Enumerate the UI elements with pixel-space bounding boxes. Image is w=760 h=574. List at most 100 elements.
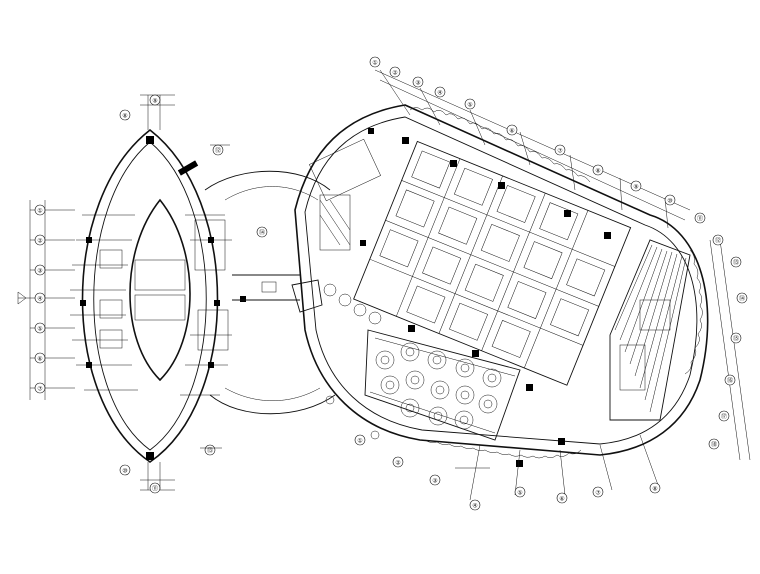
grid-bubble-label: ⑰ <box>721 413 727 421</box>
grid-bubble-label: ⑫ <box>215 147 221 155</box>
hall-lounge <box>309 138 382 325</box>
grid-bubble-circle <box>204 444 216 456</box>
grid-bubble-circle <box>664 194 676 206</box>
grid-bubble-circle <box>256 226 268 238</box>
grid-bubble: ⑦ <box>592 486 604 498</box>
grid-bubble-label: ⑦ <box>595 490 601 497</box>
grid-bubble: ⑰ <box>718 410 730 422</box>
grid-bubble-label: ② <box>395 460 401 467</box>
grid-bubble-label: ⑬ <box>733 259 739 267</box>
grid-bubble: ② <box>34 234 46 246</box>
grid-bubble: ⑥ <box>506 124 518 136</box>
grid-bubble-circle <box>34 352 46 364</box>
facade-edge <box>409 107 591 183</box>
grid-bubble: ③ <box>412 76 424 88</box>
round-connector <box>204 170 336 415</box>
grid-bubble-label: ⑥ <box>559 496 564 503</box>
grid-bubble-circle <box>469 499 481 511</box>
grid-bubble: ③ <box>34 264 46 276</box>
grid-bubble-label: ⑧ <box>595 168 600 175</box>
grid-bubble-circle <box>506 124 518 136</box>
grid-bubble-circle <box>630 180 642 192</box>
grid-bubble-circle <box>694 212 706 224</box>
grid-bubble-label: ④ <box>472 503 477 510</box>
grid-bubble-label: ⑤ <box>37 326 42 333</box>
grid-bubble-label: ⑪ <box>152 485 158 493</box>
grid-bubble: ⑬ <box>730 256 742 268</box>
grid-bubble: ⑪ <box>694 212 706 224</box>
grid-bubble-label: ⑭ <box>739 295 745 303</box>
grid-bubble-circle <box>556 492 568 504</box>
grid-bubble: ⑫ <box>212 144 224 156</box>
grid-bubble: ⑭ <box>256 226 268 238</box>
grid-bubble: ⑥ <box>556 492 568 504</box>
left-core <box>129 198 191 382</box>
grid-bubble-circle <box>119 109 131 121</box>
grid-bubble: ⑤ <box>34 322 46 334</box>
grid-bubble-circle <box>712 234 724 246</box>
grid-bubble: ⑮ <box>730 332 742 344</box>
grid-bubble-circle <box>649 482 661 494</box>
grid-bubble-circle <box>718 410 730 422</box>
grid-bubble: ① <box>369 56 381 68</box>
grid-bubble: ⑯ <box>724 374 736 386</box>
grid-bubble-circle <box>554 144 566 156</box>
grid-bubble-label: ⑦ <box>37 386 43 393</box>
left-wing-inner-wall <box>93 141 207 451</box>
grid-bubble-circle <box>34 234 46 246</box>
grid-bubble-circle <box>34 264 46 276</box>
grid-bubble-label: ① <box>357 438 362 445</box>
grid-bubble-label: ⑧ <box>122 113 127 120</box>
grid-bubble-circle <box>724 374 736 386</box>
left-wing-outer-wall <box>81 128 219 463</box>
grid-bubble-circle <box>389 66 401 78</box>
grid-bubble-circle <box>514 486 526 498</box>
seating-area <box>364 329 521 441</box>
grid-bubble-circle <box>369 56 381 68</box>
grid-bubble-label: ⑩ <box>667 198 672 205</box>
grid-bubble-label: ⑬ <box>207 447 213 455</box>
grid-bubble-circle <box>464 98 476 110</box>
grid-bubble-circle <box>149 94 161 106</box>
right-hall-columns <box>360 128 611 467</box>
grid-bubble: ⑪ <box>149 482 161 494</box>
left-wing-columns <box>80 136 246 460</box>
grid-bubble-circle <box>434 86 446 98</box>
grid-bubble-label: ④ <box>437 90 442 97</box>
grid-bubble-label: ⑨ <box>152 98 157 105</box>
left-room-partitions <box>70 214 232 396</box>
grid-bubble-circle <box>354 434 366 446</box>
grid-bubble-label: ② <box>392 70 398 77</box>
grid-bubble-label: ④ <box>37 296 42 303</box>
grid-bubble-label: ⑤ <box>517 490 522 497</box>
grid-bubble: ⑦ <box>34 382 46 394</box>
grid-bubble: ⑬ <box>204 444 216 456</box>
grid-bubble: ⑱ <box>708 438 720 450</box>
grid-bubble-circle <box>149 482 161 494</box>
right-hall-outer-wall <box>294 104 709 456</box>
grid-bubble: ⑥ <box>34 352 46 364</box>
grid-bubble: ⑧ <box>119 109 131 121</box>
grid-bubble: ⑧ <box>649 482 661 494</box>
grid-bubble-circle <box>412 76 424 88</box>
grid-bubble: ④ <box>434 86 446 98</box>
grid-bubble-circle <box>736 292 748 304</box>
grid-bubble: ⑦ <box>554 144 566 156</box>
dimension-lines <box>29 69 751 501</box>
grid-bubble-label: ⑫ <box>715 237 721 245</box>
grid-bubble-label: ⑥ <box>37 356 42 363</box>
grid-bubble-label: ③ <box>432 478 437 485</box>
grid-bubble-label: ⑥ <box>509 128 514 135</box>
grid-bubble-circle <box>34 292 46 304</box>
grid-bubble-circle <box>34 204 46 216</box>
grid-bubble: ⑨ <box>149 94 161 106</box>
grid-bubble: ③ <box>429 474 441 486</box>
grid-bubble-circle <box>592 164 604 176</box>
grid-bubble-circle <box>34 322 46 334</box>
left-wing <box>70 128 246 463</box>
grid-bubble-label: ⑦ <box>557 148 563 155</box>
grid-bubble-label: ① <box>37 208 42 215</box>
